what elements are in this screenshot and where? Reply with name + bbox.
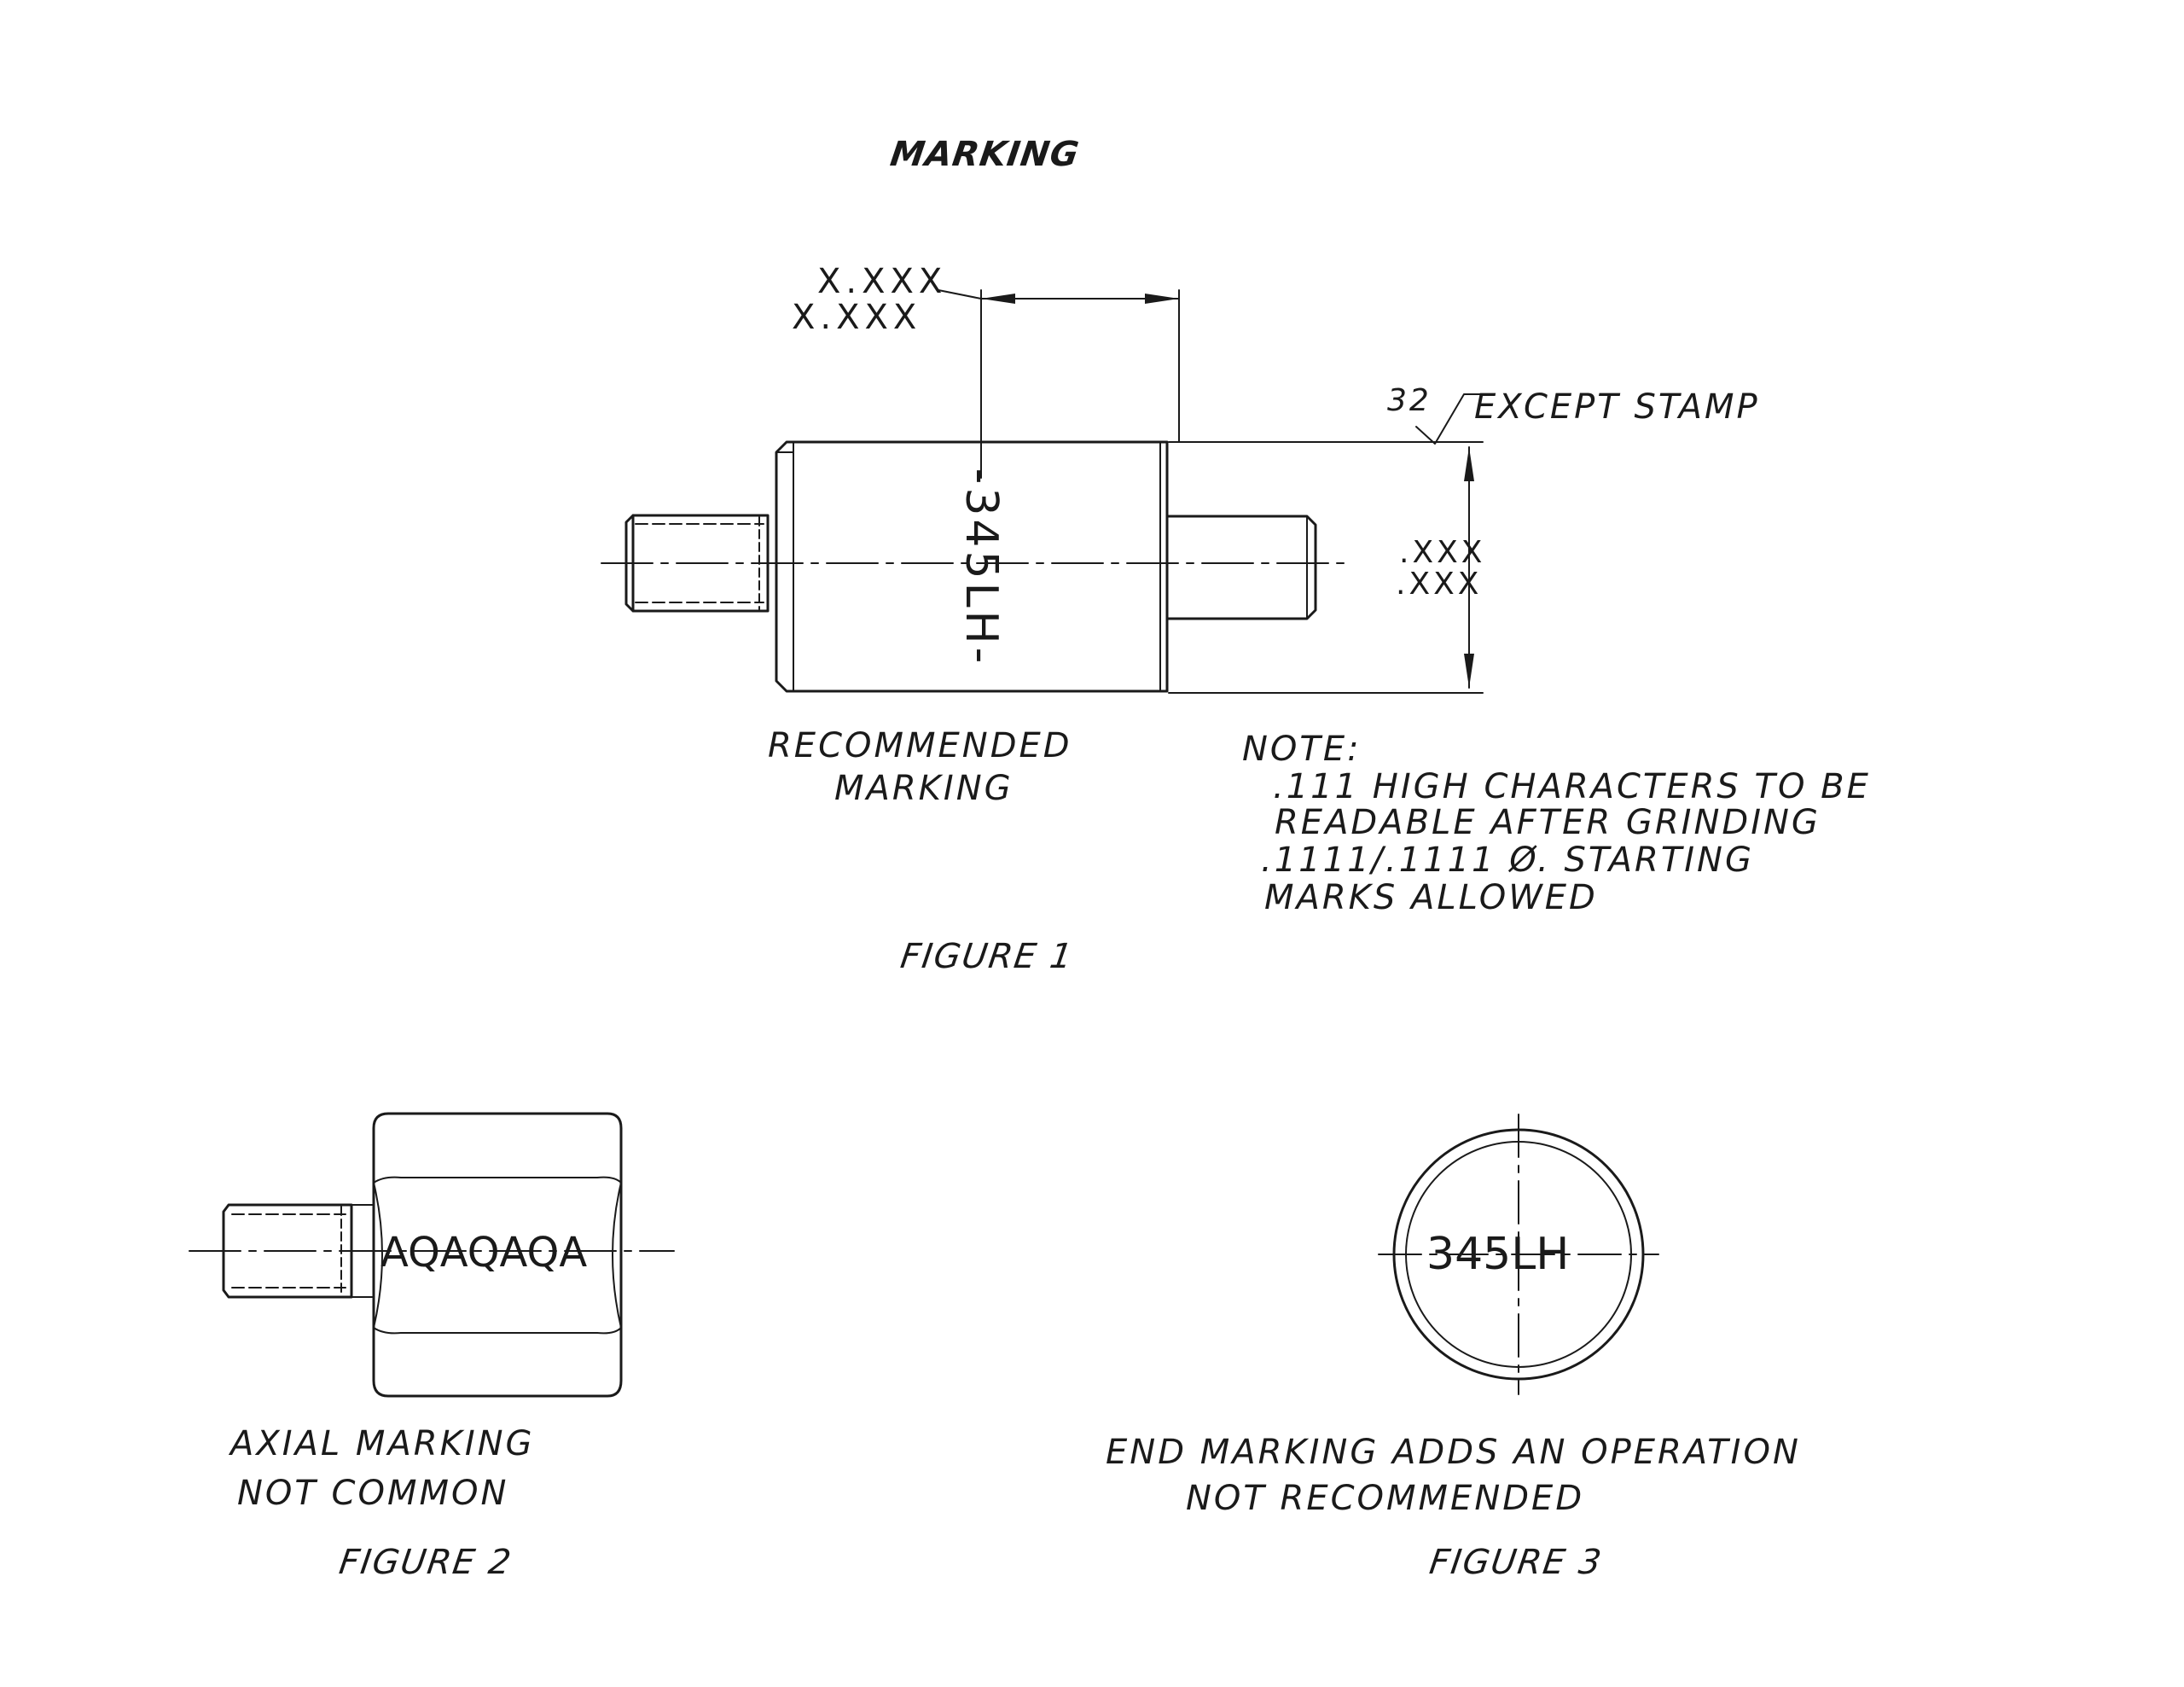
- figure2-label-line1: AXIAL MARKING: [230, 1424, 535, 1463]
- diameter-dim-upper: .XXX: [1399, 535, 1486, 570]
- finish-note: EXCEPT STAMP: [1474, 387, 1760, 427]
- diameter-dim-lower: .XXX: [1396, 567, 1483, 602]
- marking-label-line1: RECOMMENDED: [768, 726, 1072, 765]
- figure3-part: [1378, 1114, 1659, 1395]
- figure1-stamp: -345LH-: [956, 468, 1007, 667]
- note-line-4: MARKS ALLOWED: [1264, 878, 1598, 917]
- figure2-caption: FIGURE 2: [336, 1543, 515, 1582]
- finish-value: 32: [1387, 383, 1432, 418]
- figure2-part: [189, 1112, 675, 1398]
- figure1-right-pin: [1165, 515, 1317, 620]
- figure1-caption: FIGURE 1: [897, 937, 1077, 976]
- note-line-1: .111 HIGH CHARACTERS TO BE: [1273, 767, 1871, 806]
- marking-label-line2: MARKING: [834, 769, 1014, 808]
- page-title: MARKING: [887, 135, 1082, 174]
- note-heading: NOTE:: [1242, 730, 1362, 769]
- figure3-caption: FIGURE 3: [1426, 1543, 1606, 1582]
- figure2-stamp: AQAQAQA: [380, 1229, 588, 1277]
- figure1-part: [601, 289, 1485, 694]
- note-line-3: .1111/.1111 Ø. STARTING: [1261, 841, 1754, 880]
- figure3-label-line2: NOT RECOMMENDED: [1186, 1479, 1585, 1518]
- figure2-label-line2: NOT COMMON: [237, 1474, 509, 1513]
- note-line-2: READABLE AFTER GRINDING: [1275, 803, 1821, 842]
- figure2-hex-body: [372, 1112, 623, 1398]
- figure3-label-line1: END MARKING ADDS AN OPERATION: [1106, 1433, 1801, 1472]
- surface-finish-symbol: [1415, 393, 1485, 445]
- length-dim-upper: X.XXX: [817, 262, 948, 301]
- figure1-left-thread: [624, 514, 770, 613]
- length-dim-lower: X.XXX: [792, 298, 922, 337]
- figure3-stamp: 345LH: [1426, 1229, 1570, 1280]
